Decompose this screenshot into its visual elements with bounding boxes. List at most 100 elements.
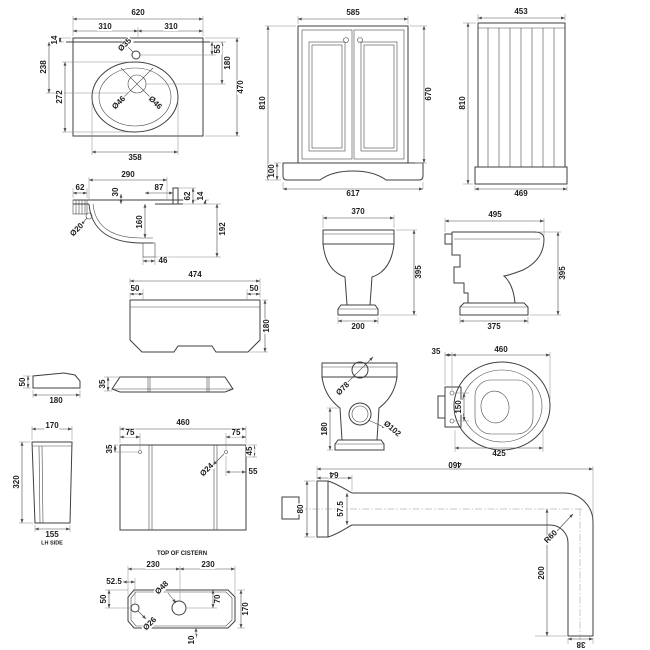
dimension-label: 50 (18, 376, 27, 388)
dimension-label: 180 (320, 421, 329, 437)
dimension-label: 495 (487, 210, 503, 219)
cistern-lh-outline (31, 441, 73, 524)
cistern-top-outline (127, 589, 236, 629)
inlet-hole (130, 603, 140, 613)
dimension-label: 170 (44, 421, 60, 430)
vanity-side-view: 453 810 469 (455, 8, 640, 198)
door-knob-right (357, 37, 363, 43)
dimension-label: 460 (493, 345, 509, 354)
toilet-pan-side-view: 495 395 375 (440, 205, 585, 340)
dimension-label: 810 (258, 95, 267, 111)
dimension-label: 272 (55, 89, 64, 105)
dimension-label: 30 (111, 186, 120, 198)
dimension-label: 310 (163, 22, 179, 31)
basin-counter-outline (66, 37, 210, 137)
dimension-label: 453 (513, 7, 529, 16)
dimension-label: 100 (267, 163, 276, 179)
dimension-label: 192 (218, 221, 227, 237)
dimension-label: 75 (124, 428, 136, 437)
flush-pipe-dimensions (304, 466, 594, 644)
dimension-label: 180 (223, 55, 232, 71)
dimension-label: 45 (245, 445, 254, 457)
dimension-label: 64 (328, 470, 340, 479)
cistern-lid-dimensions (129, 278, 268, 353)
lid-front-outline (111, 376, 234, 393)
dimension-label: 200 (537, 565, 546, 581)
dimension-label: 46 (157, 256, 169, 265)
dimension-label: 14 (50, 34, 59, 46)
dimension-label: 470 (236, 79, 245, 95)
dimension-label: 180 (262, 318, 271, 334)
pan-rear-linework (321, 356, 398, 451)
dimension-label: 370 (350, 207, 366, 216)
pan-front-linework (322, 215, 417, 324)
dimension-label: 38 (575, 640, 587, 649)
lid-side-linework (23, 372, 81, 398)
dimension-label: 358 (127, 153, 143, 162)
dimension-label: 200 (350, 322, 366, 331)
cistern-front-linework (110, 426, 257, 531)
lid-front-linework (104, 376, 234, 393)
lid-front-dimensions (104, 376, 120, 392)
dimension-label: 35 (105, 443, 114, 455)
dimension-label: 50 (129, 284, 141, 293)
dimension-label: 87 (153, 183, 165, 192)
view-title: LH SIDE (40, 540, 64, 547)
dimension-label: 14 (196, 190, 205, 202)
inlet-hole (351, 361, 369, 379)
vanity-side-linework (463, 14, 568, 191)
cistern-front-dimensions (110, 426, 257, 476)
seat-top-view: 35 460 150 425 (425, 340, 605, 470)
dimension-label: 57.5 (336, 500, 345, 518)
basin-top-linework (46, 16, 240, 155)
dimension-label: 375 (486, 322, 502, 331)
dimension-label: 320 (12, 474, 21, 490)
dimension-label: 310 (97, 22, 113, 31)
cistern-lid-front-view: 474 50 50 180 (120, 268, 272, 363)
flush-hole (171, 600, 187, 616)
dimension-label: 62 (183, 190, 192, 202)
basin-section-outline (72, 187, 183, 258)
vanity-front-linework (265, 16, 427, 191)
dimension-label: 617 (345, 189, 361, 198)
dimension-label: 35 (98, 378, 107, 390)
dimension-label: 474 (187, 270, 203, 279)
dimension-label: 52.5 (105, 577, 123, 586)
cistern-front-outline (119, 444, 247, 531)
vanity-front-dimensions (265, 16, 427, 191)
cistern-top-dimensions (105, 566, 245, 638)
dimension-label: 460 (175, 418, 191, 427)
vanity-side-dimensions (463, 14, 568, 191)
dimension-label: 155 (44, 530, 60, 539)
door-knob-left (343, 37, 349, 43)
dimension-label: 170 (241, 601, 250, 617)
dimension-label: 55 (213, 43, 222, 55)
dimension-label: 670 (424, 86, 433, 102)
lid-side-dimensions (23, 375, 81, 398)
dimension-label: 469 (513, 189, 529, 198)
dimension-label: 425 (491, 449, 507, 458)
dimension-label: 35 (430, 347, 442, 356)
dimension-label: 620 (130, 8, 146, 17)
pan-front-dimensions (322, 215, 417, 324)
dimension-label: 290 (120, 170, 136, 179)
cistern-top-linework (105, 566, 245, 638)
dimension-label: 395 (558, 265, 567, 281)
dimension-label: 160 (135, 214, 144, 230)
dimension-label: 230 (200, 560, 216, 569)
dimension-label: 50 (248, 284, 260, 293)
dimension-label: 10 (187, 634, 196, 646)
dimension-label: 150 (454, 399, 463, 415)
dimension-label: 810 (458, 95, 467, 111)
dimension-label: 62 (74, 183, 86, 192)
dimension-label: 180 (48, 396, 64, 405)
dimension-label: 75 (230, 428, 242, 437)
